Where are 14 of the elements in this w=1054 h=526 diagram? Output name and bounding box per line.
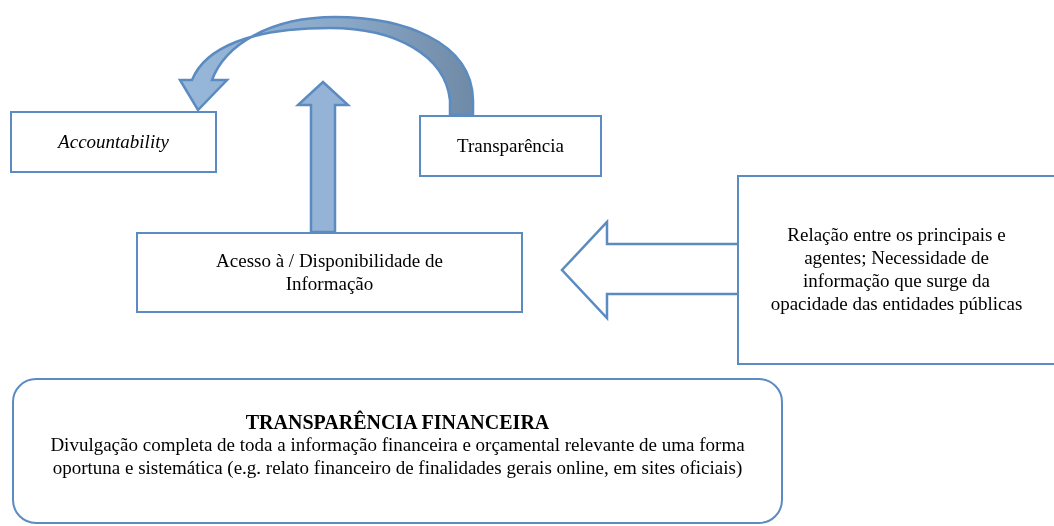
block-arrow [294, 80, 352, 234]
label-text: Relação entre os principais e agentes; Necessidade de informação que surge da opacidade das entidades públicas [769, 224, 1024, 316]
heading: TRANSPARÊNCIA FINANCEIRA [245, 410, 550, 435]
rounded-box [12, 378, 783, 524]
block-arrow [560, 218, 739, 322]
label-text: Accountability [58, 130, 169, 154]
callout-box [737, 175, 1054, 365]
label-text: Transparência [457, 134, 564, 158]
curved-arrow [178, 15, 475, 117]
concept-box [419, 115, 602, 177]
concept-box [136, 232, 523, 313]
label-text: Divulgação completa de toda a informação financeira e orçamental relevante de uma forma oportuna e sistemática (e.g. relato financeiro de finalidades gerais online, em sites oficiais) [49, 434, 746, 480]
concept-box [10, 111, 217, 173]
label-text: Acesso à / Disponibilidade de Informação [215, 249, 444, 296]
